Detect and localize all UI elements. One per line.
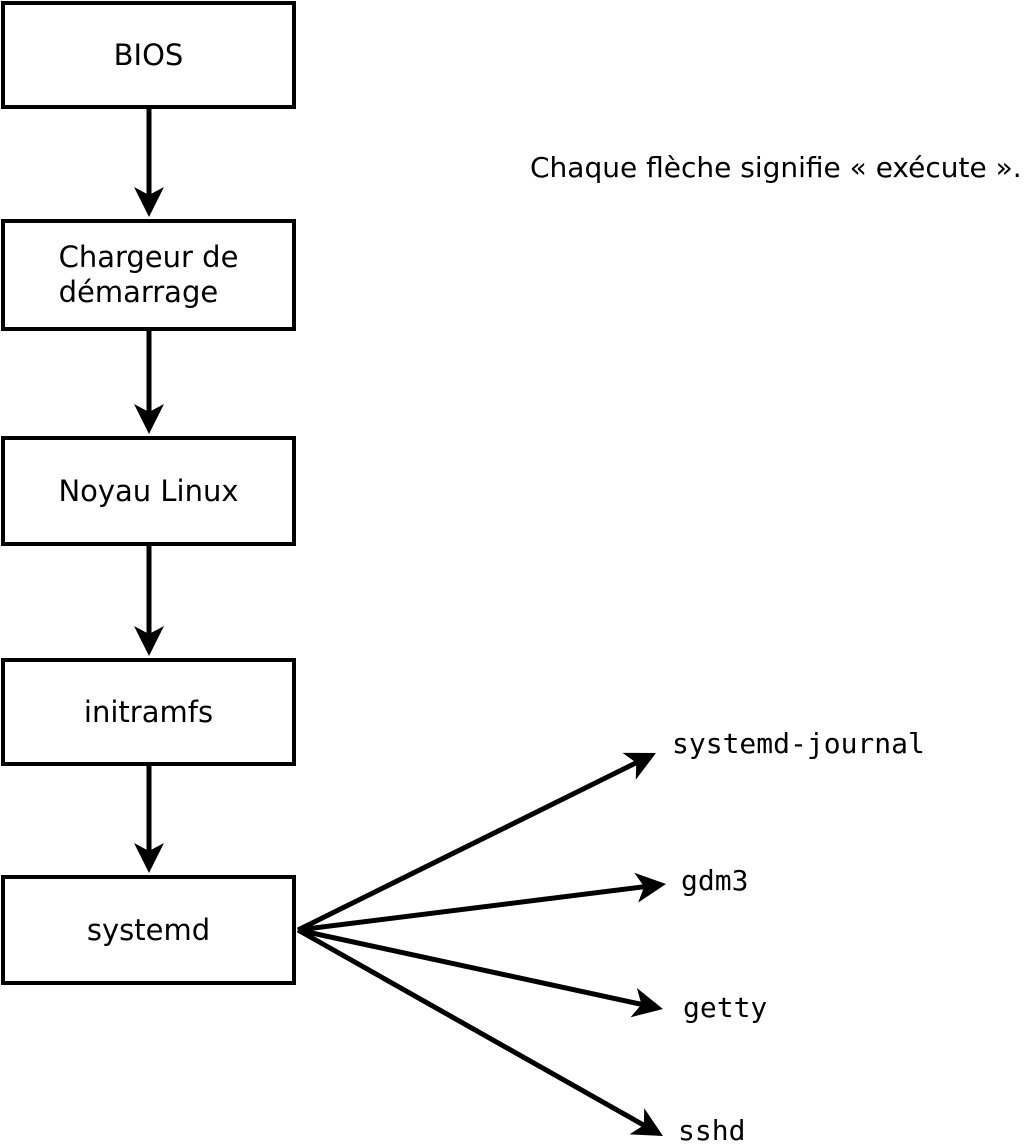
arrow-systemd-to-sshd-head — [629, 1108, 663, 1136]
arrow-initramfs-to-systemd — [134, 766, 164, 873]
arrow-systemd-to-getty — [297, 927, 663, 1018]
box-label-systemd: systemd — [86, 912, 211, 947]
process-label-getty: getty — [683, 991, 768, 1024]
box-label-initramfs: initramfs — [83, 694, 214, 729]
arrow-systemd-to-sshd — [296, 927, 663, 1136]
arrow-systemd-to-getty-shaft — [297, 927, 643, 1007]
process-label-gdm3: gdm3 — [681, 864, 749, 897]
arrow-bootloader-to-kernel — [134, 331, 164, 434]
diagram-box-linux-kernel: Noyau Linux — [1, 436, 296, 546]
diagram-box-bios: BIOS — [1, 1, 296, 109]
box-label-linux-kernel: Noyau Linux — [58, 473, 239, 508]
box-label-bootloader: Chargeur de démarrage — [58, 240, 239, 309]
arrow-bios-to-bootloader-head — [134, 187, 164, 217]
arrow-systemd-to-gdm3-shaft — [297, 884, 645, 933]
arrow-systemd-to-sshd-shaft — [296, 927, 646, 1128]
process-label-sshd: sshd — [678, 1114, 746, 1144]
diagram-box-systemd: systemd — [1, 875, 296, 985]
diagram-box-bootloader: Chargeur de démarrage — [1, 219, 296, 331]
arrow-systemd-to-journal — [296, 752, 656, 933]
arrow-systemd-to-getty-head — [630, 987, 663, 1018]
arrow-kernel-to-initramfs — [134, 546, 164, 656]
arrow-systemd-to-journal-shaft — [296, 760, 638, 933]
arrow-bootloader-to-kernel-head — [134, 404, 164, 434]
legend-annotation: Chaque flèche signifie « exécute ». — [530, 151, 1022, 184]
arrow-kernel-to-initramfs-head — [134, 626, 164, 656]
box-label-bios: BIOS — [113, 37, 184, 72]
diagram-box-initramfs: initramfs — [1, 658, 296, 766]
process-label-systemd-journal: systemd-journal — [672, 727, 925, 760]
arrow-systemd-to-journal-head — [622, 752, 656, 780]
arrow-initramfs-to-systemd-head — [134, 843, 164, 873]
arrow-systemd-to-gdm3-head — [634, 872, 666, 903]
arrow-systemd-to-gdm3 — [297, 872, 666, 933]
arrow-bios-to-bootloader — [134, 109, 164, 217]
